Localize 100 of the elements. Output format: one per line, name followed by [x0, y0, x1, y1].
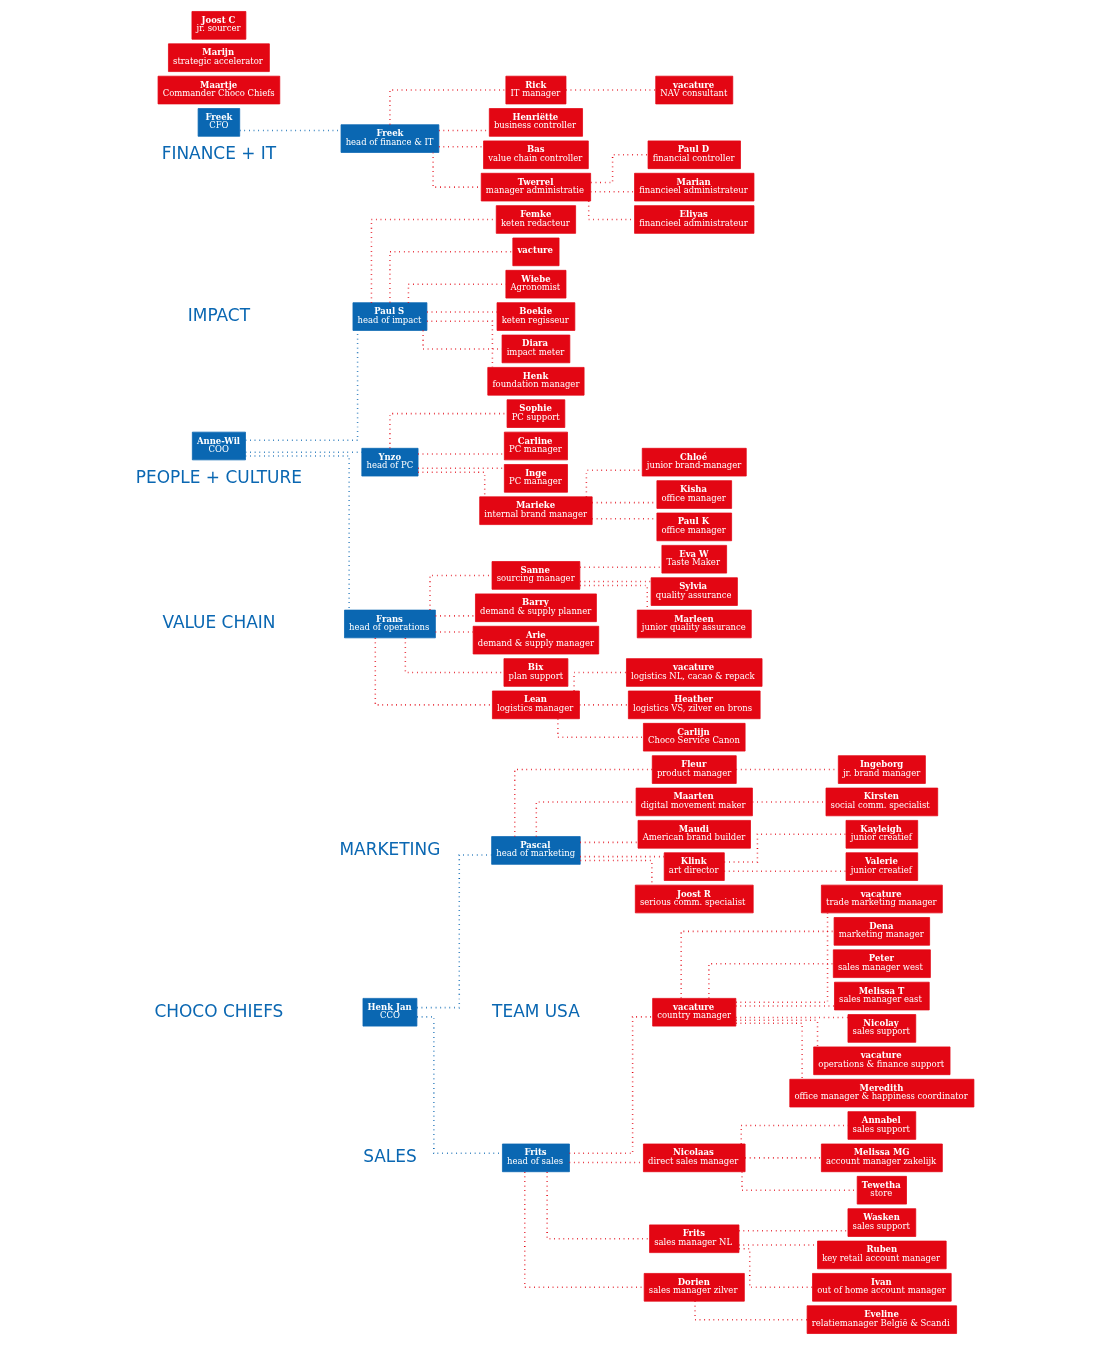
node-box: vacture	[511, 237, 559, 267]
node-box: Chloé junior brand-manager	[641, 447, 747, 477]
node-box: Marieke internal brand manager	[478, 496, 593, 525]
node-box: vacature NAV consultant	[654, 75, 733, 105]
node-box: Eliyas financieel administrateur	[633, 205, 754, 234]
node-box: Heather logistics VS, zilver en brons	[627, 690, 760, 720]
node-box: Klink art director	[663, 852, 725, 881]
node-box: Carlijn Choco Service Canon	[642, 722, 745, 752]
node-box: Kisha office manager	[656, 480, 732, 509]
connector	[579, 855, 665, 858]
node-box: Nicolaas direct sales manager	[642, 1143, 745, 1173]
connector	[404, 637, 504, 674]
node-box: Tewetha store	[856, 1175, 907, 1205]
node-box: Wasken sales support	[847, 1208, 916, 1237]
node-box: Freek CFO	[197, 108, 240, 137]
node-box: Wiebe Agronomist	[505, 269, 566, 299]
connector	[737, 1229, 849, 1232]
node-box: Meredith office manager & happiness coordinator	[788, 1078, 974, 1108]
node-box: Annabel sales support	[847, 1111, 916, 1140]
label: FINANCE + IT	[161, 143, 276, 164]
node-box: Melissa MG account manager zakelijk	[820, 1143, 943, 1173]
node-box: Dena marketing manager	[833, 917, 930, 946]
connector	[564, 89, 656, 91]
node-box: Pascal head of marketing	[490, 836, 581, 865]
node-box: Ynzo head of PC	[360, 447, 418, 477]
connector	[734, 1016, 849, 1019]
node-box: Twerrel manager administratie	[480, 172, 591, 202]
connector	[578, 566, 662, 569]
node-box: Frans head of operations	[343, 609, 436, 639]
connector	[416, 453, 505, 455]
node-box: Paul K office manager	[656, 512, 732, 542]
node-box: Henk Jan CCO	[362, 998, 417, 1027]
connector	[578, 580, 652, 583]
connector	[744, 1157, 822, 1159]
node-box: Lean logistics manager	[491, 690, 580, 720]
connector	[416, 467, 505, 470]
node-box: vacature operations & finance support	[812, 1046, 950, 1076]
label: SALES	[362, 1146, 417, 1167]
node-box: Maudi American brand builder	[637, 820, 751, 849]
label: CHOCO CHIEFS	[153, 1000, 283, 1021]
node-box: Nicolay sales support	[847, 1014, 916, 1043]
label: PEOPLE + CULTURE	[135, 466, 302, 487]
node-box: vacature trade marketing manager	[820, 884, 943, 914]
connector	[589, 154, 649, 184]
node-box: Kayleigh junior creatief	[845, 820, 918, 849]
node-box: Maartje Commander Choco Chiefs	[157, 75, 280, 105]
node-box: Eveline relatiemanager België & Scandi	[806, 1305, 957, 1334]
label: VALUE CHAIN	[161, 612, 275, 633]
node-box: Melissa T sales manager east	[833, 981, 930, 1011]
node-box: Peter sales manager west	[832, 949, 931, 978]
node-box: Sophie PC support	[506, 399, 565, 428]
node-box: Bas value chain controller	[482, 140, 589, 170]
node-box: Kirsten social comm. specialist	[825, 787, 938, 817]
node-box: Ruben key retail account manager	[816, 1240, 947, 1270]
node-box: Ingeborg jr. brand manager	[837, 755, 926, 784]
node-box: Dorien sales manager zilver	[643, 1273, 745, 1302]
node-box: Joost R serious comm. specialist	[634, 884, 754, 914]
connector	[734, 1019, 818, 1048]
connector	[737, 1248, 813, 1289]
node-box: Boekie keten regisseur	[496, 302, 575, 331]
connector	[568, 1016, 653, 1154]
node-box: Valerie junior creatief	[845, 852, 918, 881]
node-box: Inge PC manager	[503, 464, 568, 493]
node-box: Marian financieel administrateur	[633, 172, 754, 202]
node-box: Barry demand & supply planner	[474, 593, 597, 623]
connector	[388, 251, 514, 304]
node-box: Sanne sourcing manager	[491, 561, 580, 590]
connector	[734, 1005, 835, 1007]
node-box: Frits sales manager NL	[648, 1224, 739, 1253]
node-box: Carline PC manager	[503, 431, 568, 461]
node-box: Freek head of finance & IT	[340, 124, 439, 153]
connector	[556, 718, 644, 738]
node-box: Marleen junior quality assurance	[636, 609, 752, 639]
connector	[572, 671, 627, 692]
node-box: Henk foundation manager	[486, 367, 584, 396]
node-box: Rick IT manager	[505, 75, 566, 105]
node-box: vacature logistics NL, cacao & repack	[625, 658, 762, 687]
node-box: Arie demand & supply manager	[472, 625, 599, 655]
node-box: Paul S head of impact	[352, 302, 427, 331]
node-box: Paul D financial controller	[647, 140, 741, 170]
connector	[415, 854, 492, 1009]
node-box: Femke keten redacteur	[495, 205, 576, 234]
node-box: Fleur product manager	[651, 755, 737, 784]
label: TEAM USA	[491, 1000, 580, 1021]
node-box: vacature country manager	[651, 998, 736, 1027]
connector	[545, 1171, 650, 1240]
node-box: Frits head of sales	[501, 1143, 570, 1173]
connector	[374, 637, 493, 706]
node-box: Joost C jr. sourcer	[191, 11, 246, 40]
node-box: Bix plan support	[503, 658, 568, 687]
node-box: Maarten digital movement maker	[635, 787, 753, 817]
node-box: Eva W Taste Maker	[661, 545, 727, 574]
node-box: Anne-Wil COO	[191, 431, 246, 461]
node-box: Diara impact meter	[501, 334, 570, 364]
label: MARKETING	[338, 838, 440, 859]
node-box: Sylvia quality assurance	[650, 577, 738, 606]
node-box: Henriëtte business controller	[488, 108, 583, 137]
connector	[734, 1022, 803, 1080]
connector	[693, 1300, 808, 1321]
connector	[579, 841, 639, 844]
